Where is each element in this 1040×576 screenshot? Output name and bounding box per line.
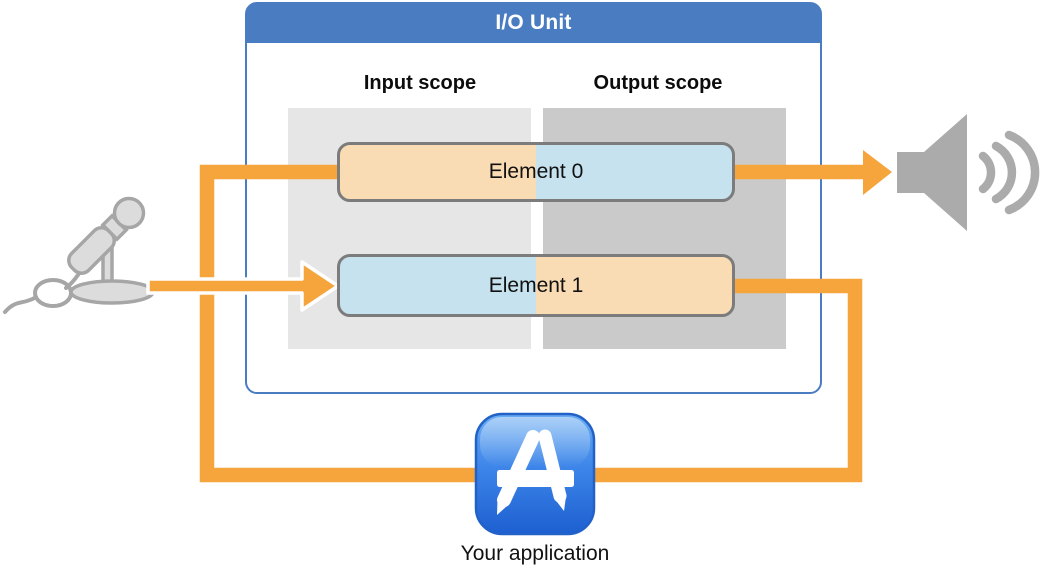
app-icon-pen-nib [553, 494, 567, 511]
speaker-cone [897, 114, 967, 231]
output-scope-label: Output scope [593, 72, 723, 94]
element1-to-app-line [592, 278, 863, 483]
app-icon-pencil-tip [497, 497, 511, 515]
element-0-label: Element 0 [488, 160, 584, 183]
mic-cable-tail [3, 295, 38, 314]
speaker-icon [897, 114, 1040, 231]
app-label: Your application [460, 542, 610, 565]
element-1-bar: Element 1 [337, 254, 735, 317]
element-1-label: Element 1 [488, 273, 584, 297]
app-store-icon [474, 412, 596, 536]
mic-head [112, 196, 146, 230]
speaker-arrowhead-icon [863, 150, 892, 195]
app-icon-pen [538, 429, 567, 503]
mic-stand-base [69, 279, 155, 305]
element-0-bar: Element 0 [337, 142, 735, 202]
microphone-icon [3, 196, 155, 314]
io-unit-header: I/O Unit [246, 3, 821, 43]
mic-to-element1-arrow [146, 260, 340, 312]
app-icon-pencil [497, 430, 540, 507]
mic-cable-loop [33, 278, 73, 308]
io-unit-title: I/O Unit [495, 11, 572, 34]
input-scope-label: Input scope [363, 72, 477, 94]
sound-waves-icon [978, 130, 1040, 215]
